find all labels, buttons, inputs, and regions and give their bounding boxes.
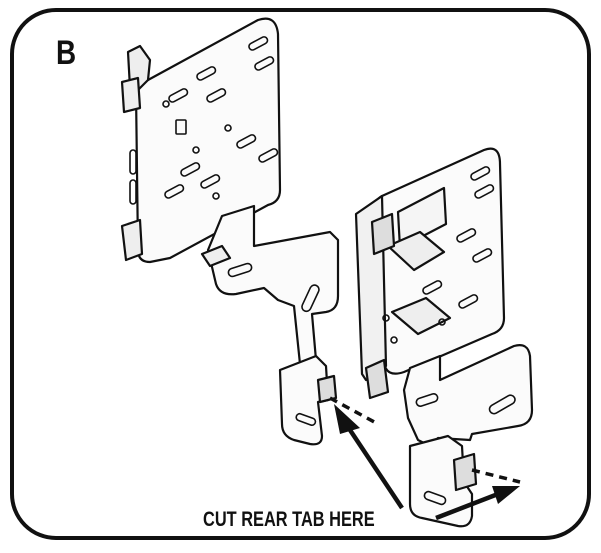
- right-mounting-bracket: [354, 147, 534, 528]
- right-pointer-arrow: [435, 486, 520, 521]
- step-label: B: [56, 34, 77, 72]
- left-pointer-arrow: [334, 404, 404, 510]
- left-mounting-bracket: [120, 17, 340, 446]
- left-cut-line: [329, 396, 379, 426]
- cut-instruction-label: CUT REAR TAB HERE: [203, 508, 375, 531]
